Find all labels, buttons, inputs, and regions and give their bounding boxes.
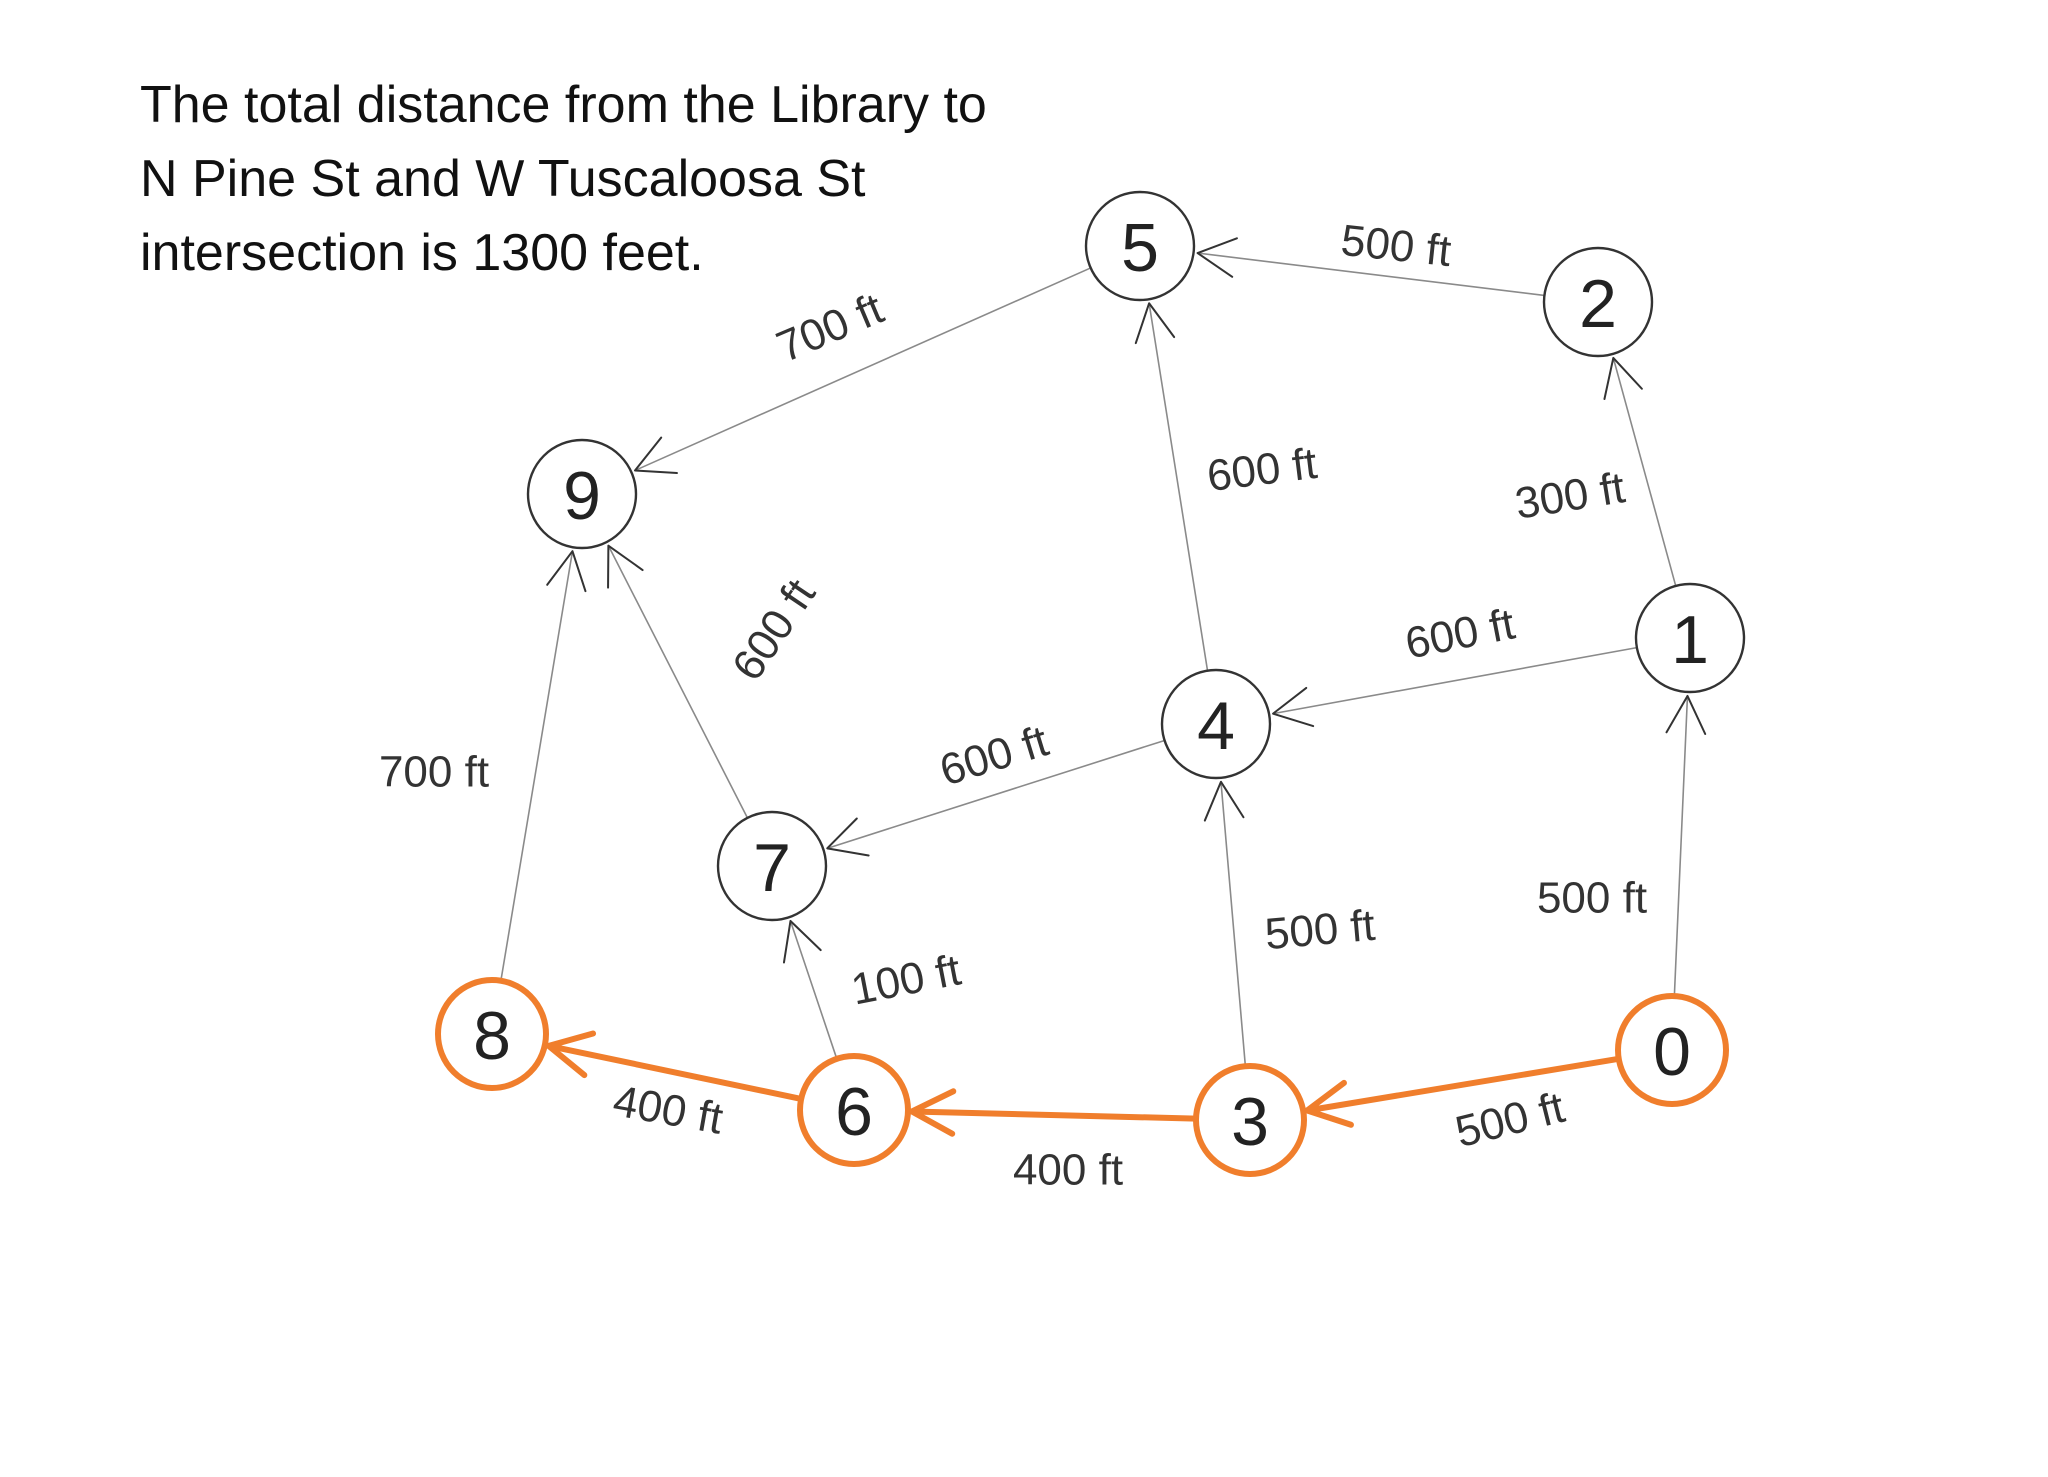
edge-label-2-5: 500 ft xyxy=(1339,216,1454,276)
edge-6-to-8 xyxy=(545,1030,805,1102)
edge-line xyxy=(1148,302,1209,672)
edge-label-1-4: 600 ft xyxy=(1401,599,1518,668)
edge-line xyxy=(826,739,1166,850)
node-circle xyxy=(1615,993,1729,1107)
edge-line xyxy=(634,267,1092,472)
arrowhead-icon xyxy=(1196,237,1238,278)
edge-label-7-9: 600 ft xyxy=(723,571,825,690)
node-label: 9 xyxy=(563,458,601,534)
edge-1-to-2 xyxy=(1603,356,1677,587)
arrowhead-icon xyxy=(908,1088,957,1137)
edge-label-6-8: 400 ft xyxy=(610,1076,727,1143)
arrowhead-icon xyxy=(546,550,587,593)
node-circle xyxy=(435,977,549,1091)
edge-line xyxy=(607,544,749,819)
node-circle xyxy=(1084,190,1196,302)
node-label: 3 xyxy=(1231,1084,1269,1160)
node-9: 9 xyxy=(526,438,638,550)
node-2: 2 xyxy=(1542,246,1654,358)
arrowhead-icon xyxy=(1203,780,1245,822)
arrowhead-icon xyxy=(782,919,822,964)
edge-line xyxy=(1673,695,1689,997)
node-5: 5 xyxy=(1084,190,1196,302)
edge-line xyxy=(908,1108,1200,1122)
caption-line-3: intersection is 1300 feet. xyxy=(140,224,704,282)
edge-label-6-7: 100 ft xyxy=(847,945,964,1014)
node-0: 0 xyxy=(1615,993,1729,1107)
node-label: 7 xyxy=(753,830,791,906)
caption-line-2: N Pine St and W Tuscaloosa St xyxy=(140,150,866,208)
edge-label-1-2: 300 ft xyxy=(1512,463,1628,529)
edge-6-to-7 xyxy=(782,919,838,1060)
node-label: 8 xyxy=(473,998,511,1074)
edge-3-to-6 xyxy=(908,1088,1200,1137)
edge-label-8-9: 700 ft xyxy=(379,748,489,797)
arrowhead-icon xyxy=(545,1030,597,1079)
edge-5-to-9 xyxy=(634,267,1092,475)
edge-label-0-1: 500 ft xyxy=(1537,874,1647,923)
arrowhead-icon xyxy=(1134,302,1176,345)
node-3: 3 xyxy=(1193,1063,1307,1177)
edge-2-to-5 xyxy=(1196,237,1546,297)
edge-line xyxy=(545,1042,805,1102)
caption-line-1: The total distance from the Library to xyxy=(140,76,987,134)
edge-label-3-4: 500 ft xyxy=(1263,901,1377,959)
edge-label-4-5: 600 ft xyxy=(1204,439,1319,501)
edges-layer xyxy=(500,237,1707,1137)
node-circle xyxy=(1634,582,1746,694)
node-circle xyxy=(1542,246,1654,358)
edge-3-to-4 xyxy=(1203,780,1247,1067)
edge-label-5-9: 700 ft xyxy=(770,284,890,372)
edge-4-to-5 xyxy=(1134,302,1209,672)
arrowhead-icon xyxy=(1665,694,1707,736)
edge-line xyxy=(500,550,574,982)
edge-line xyxy=(1220,780,1247,1067)
edge-1-to-4 xyxy=(1272,646,1638,728)
node-6: 6 xyxy=(797,1053,911,1167)
node-circle xyxy=(797,1053,911,1167)
node-label: 6 xyxy=(835,1074,873,1150)
node-label: 2 xyxy=(1579,266,1617,342)
node-label: 4 xyxy=(1197,688,1235,764)
node-1: 1 xyxy=(1634,582,1746,694)
arrowhead-icon xyxy=(607,544,644,589)
arrowhead-icon xyxy=(1304,1079,1354,1128)
edge-line xyxy=(1612,357,1677,587)
node-8: 8 xyxy=(435,977,549,1091)
node-4: 4 xyxy=(1160,668,1272,780)
node-7: 7 xyxy=(716,810,828,922)
edge-label-4-7: 600 ft xyxy=(934,716,1054,795)
edge-7-to-9 xyxy=(607,544,749,819)
edge-4-to-7 xyxy=(826,739,1166,857)
edge-0-to-3 xyxy=(1304,1055,1622,1128)
node-label: 5 xyxy=(1121,210,1159,286)
nodes-layer: 0 1 2 3 4 5 6 7 8 9 xyxy=(435,190,1746,1177)
edge-line xyxy=(1196,252,1546,297)
node-circle xyxy=(1193,1063,1307,1177)
node-circle xyxy=(716,810,828,922)
edge-line xyxy=(789,920,838,1060)
edge-line xyxy=(1304,1055,1622,1114)
arrowhead-icon xyxy=(634,436,678,475)
arrowhead-icon xyxy=(826,817,870,857)
edge-label-3-6: 400 ft xyxy=(1013,1146,1123,1195)
arrowhead-icon xyxy=(1272,686,1315,728)
edge-0-to-1 xyxy=(1665,694,1707,997)
arrowhead-icon xyxy=(1603,356,1643,400)
edge-label-0-3: 500 ft xyxy=(1451,1083,1570,1157)
edge-8-to-9 xyxy=(500,550,587,982)
caption-text: The total distance from the Library to N… xyxy=(140,68,1140,290)
node-label: 0 xyxy=(1653,1014,1691,1090)
edge-line xyxy=(1272,646,1638,715)
node-circle xyxy=(526,438,638,550)
node-circle xyxy=(1160,668,1272,780)
node-label: 1 xyxy=(1671,602,1709,678)
